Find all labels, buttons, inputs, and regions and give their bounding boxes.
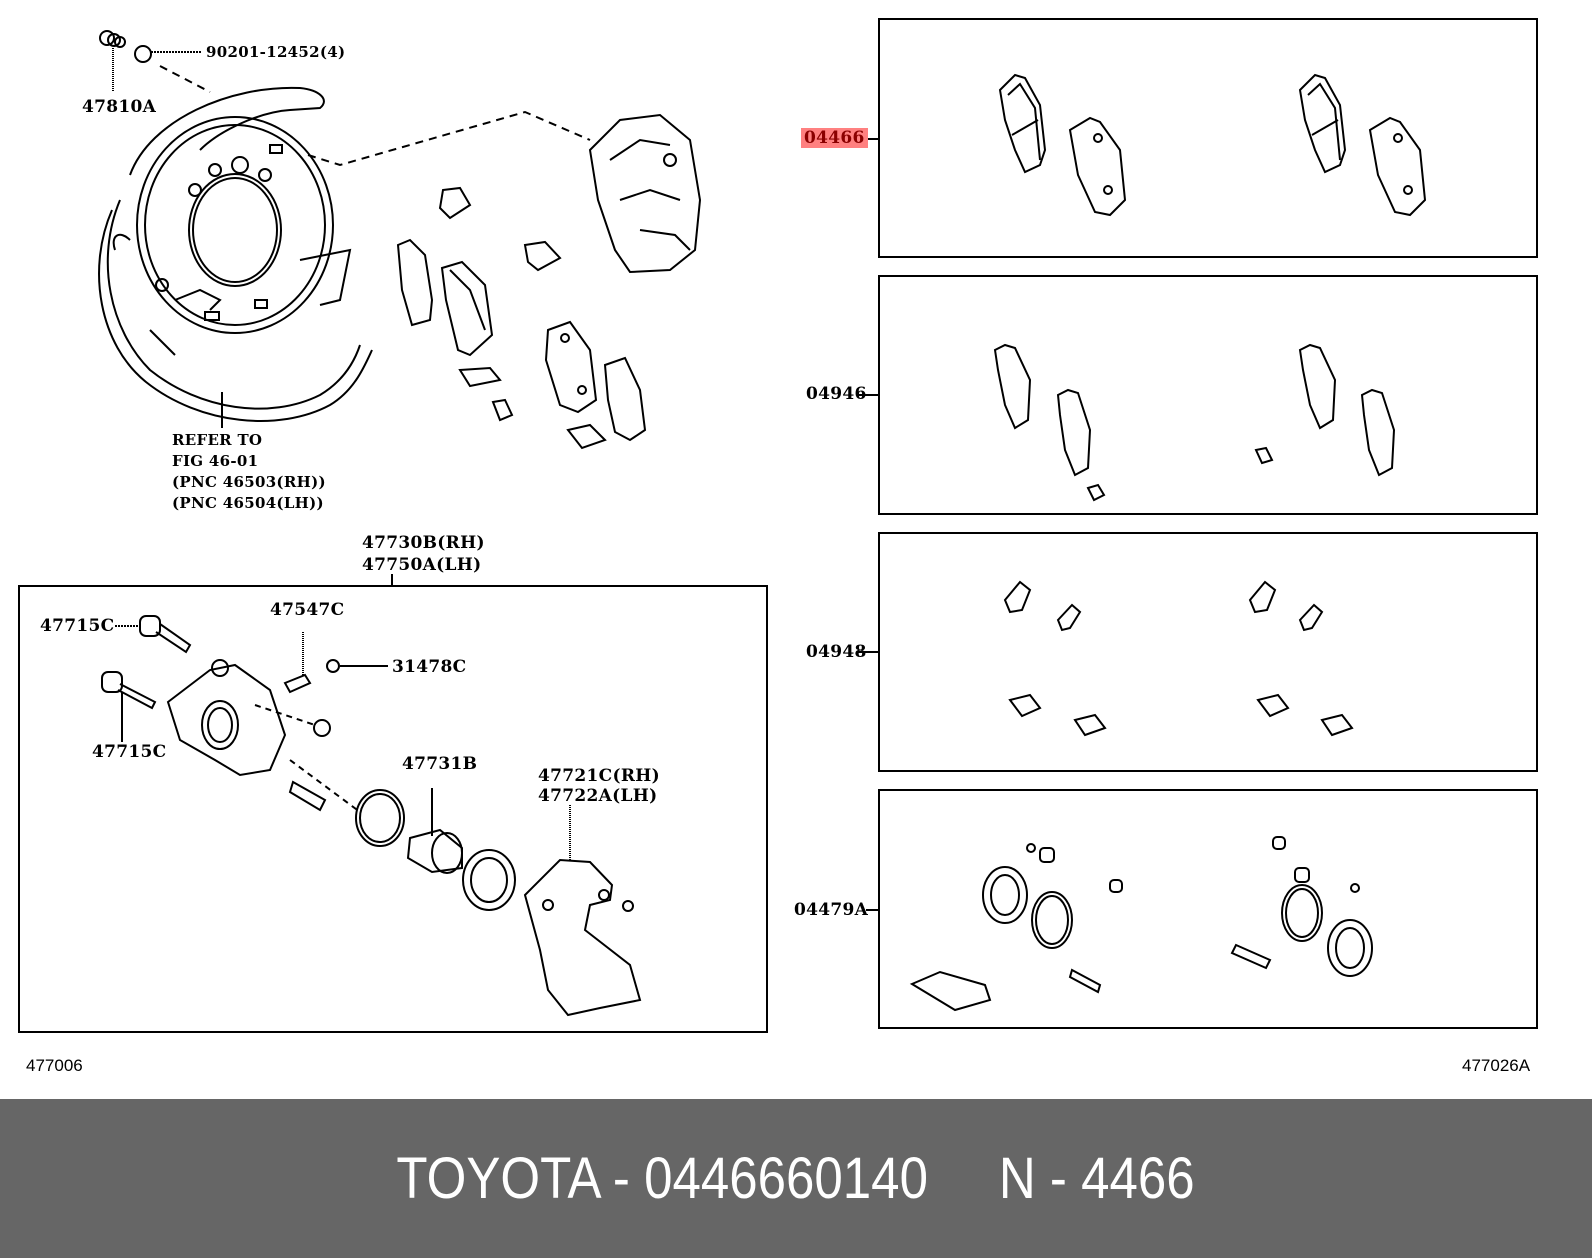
callout-caliper-rh[interactable]: 47730B(RH) [362, 533, 485, 553]
parts-diagram: 90201-12452(4) 47810A REFER TO FIG 46-01… [18, 18, 1538, 1075]
cylinder-kit-illustration [909, 836, 1373, 1012]
bleeder-plug-drawing [99, 30, 126, 92]
kit-frame-cylinder [878, 789, 1538, 1029]
caliper-assembly-illustration [101, 615, 642, 1017]
callout-bleeder-plug[interactable]: 47810A [82, 97, 157, 117]
callout-bleeder[interactable]: 47547C [270, 600, 345, 620]
part-number-text: TOYOTA - 0446660140 N - 4466 [396, 1146, 1196, 1211]
kit-frame-pads [878, 18, 1538, 258]
kit-frame-shims [878, 275, 1538, 515]
callout-fitting-kit[interactable]: 04948 [806, 642, 867, 662]
fitting-kit-illustration [1003, 580, 1354, 737]
brake-pads-left-group [396, 186, 647, 450]
callout-slide-pin-lower[interactable]: 47715C [92, 742, 167, 762]
caliper-illustration-top [588, 113, 702, 274]
callout-caliper-lh[interactable]: 47750A(LH) [362, 555, 482, 575]
caliper-assembly-frame [18, 585, 768, 1033]
illustration-ref-right: 477026A [1462, 1056, 1531, 1075]
illustration-ref-left: 477006 [26, 1056, 83, 1075]
dust-shield-illustration [98, 86, 373, 422]
callout-piston[interactable]: 47731B [402, 754, 478, 774]
exploded-view-illustration [98, 30, 1427, 1017]
callout-mounting-rh[interactable]: 47721C(RH) [538, 766, 660, 786]
refer-note-line-1: REFER TO [172, 431, 263, 449]
shim-kit-illustration [993, 343, 1396, 502]
callout-mounting-lh[interactable]: 47722A(LH) [538, 786, 658, 806]
washer-drawing [134, 45, 211, 93]
callout-slide-pin-upper[interactable]: 47715C [40, 616, 115, 636]
part-number-banner: TOYOTA - 0446660140 N - 4466 [0, 1099, 1592, 1258]
callout-bleeder-cap[interactable]: 31478C [392, 657, 467, 677]
refer-note-line-3: (PNC 46503(RH)) [172, 473, 326, 491]
kit-frame-fitting [878, 532, 1538, 772]
callout-pad-kit-highlighted[interactable]: 04466 [801, 128, 868, 148]
callout-shim-kit[interactable]: 04946 [806, 384, 867, 404]
refer-note-line-4: (PNC 46504(LH)) [172, 494, 324, 512]
callout-washer[interactable]: 90201-12452(4) [206, 43, 346, 61]
refer-note-line-2[interactable]: FIG 46-01 [172, 452, 259, 470]
pad-kit-illustration [998, 73, 1427, 217]
callout-cylinder-kit[interactable]: 04479A [794, 900, 869, 920]
